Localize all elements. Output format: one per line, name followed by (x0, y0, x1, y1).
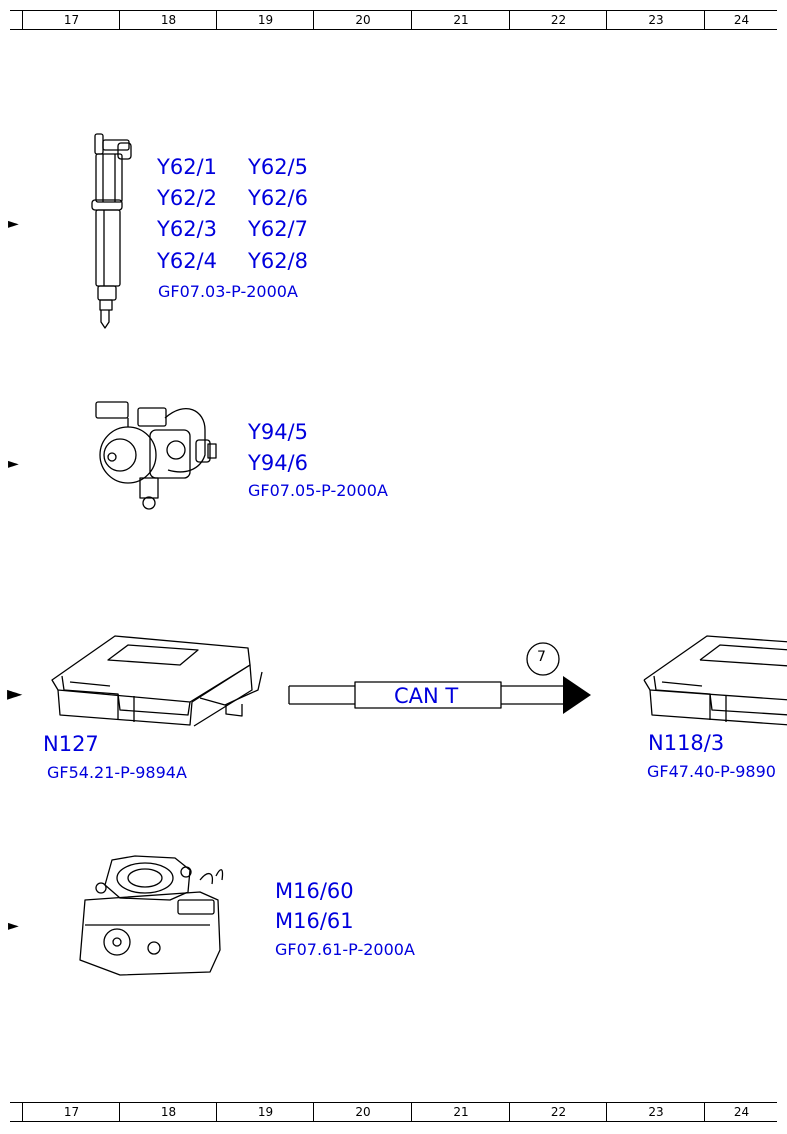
ruler-col: 21 (411, 1103, 510, 1121)
component-code[interactable]: M16/60 (275, 879, 354, 903)
section-marker-arrow: ► (7, 681, 23, 705)
component-code[interactable]: N118/3 (648, 731, 725, 755)
ruler-col: 18 (119, 1103, 217, 1121)
control-unit-right (643, 635, 787, 726)
ruler-col: 21 (411, 11, 510, 29)
component-code[interactable]: N127 (43, 732, 99, 756)
can-bus-line (288, 642, 563, 709)
document-reference-link[interactable]: GF47.40-P-9890 (647, 762, 776, 781)
document-reference-link[interactable]: GF07.03-P-2000A (158, 282, 298, 301)
bus-number-circle (526, 642, 560, 676)
component-code[interactable]: Y94/6 (248, 451, 308, 475)
bus-number: 7 (537, 649, 546, 665)
ruler-col: 19 (216, 11, 314, 29)
component-code[interactable]: Y94/5 (248, 420, 308, 444)
actuator-illustration (79, 855, 224, 976)
document-reference-link[interactable]: GF07.05-P-2000A (248, 481, 388, 500)
component-code[interactable]: Y62/2 (157, 186, 217, 210)
ruler-col: 24 (704, 11, 778, 29)
ruler-col: 22 (509, 1103, 607, 1121)
injector-illustration (91, 133, 132, 329)
can-bus-label: CAN T (394, 684, 459, 708)
component-code[interactable]: Y62/8 (248, 249, 308, 273)
ruler-col: 23 (606, 1103, 705, 1121)
ruler-col: 18 (119, 11, 217, 29)
component-code[interactable]: Y62/4 (157, 249, 217, 273)
ruler-col: 24 (704, 1103, 778, 1121)
component-code[interactable]: Y62/1 (157, 155, 217, 179)
ruler-col: 20 (313, 1103, 412, 1121)
top-column-ruler: 17 18 19 20 21 22 23 24 (10, 10, 777, 30)
component-code[interactable]: Y62/7 (248, 217, 308, 241)
ruler-col: 22 (509, 11, 607, 29)
bus-arrowhead (563, 676, 591, 714)
section-marker-arrow: ► (8, 456, 19, 472)
section-marker-arrow: ► (8, 216, 19, 232)
control-unit-left (51, 635, 263, 727)
ruler-col: 19 (216, 1103, 314, 1121)
ruler-col: 17 (22, 11, 120, 29)
component-code[interactable]: M16/61 (275, 909, 354, 933)
ruler-col: 17 (22, 1103, 120, 1121)
component-code[interactable]: Y62/3 (157, 217, 217, 241)
component-code[interactable]: Y62/5 (248, 155, 308, 179)
pump-illustration (95, 401, 217, 510)
ruler-col: 23 (606, 11, 705, 29)
document-reference-link[interactable]: GF07.61-P-2000A (275, 940, 415, 959)
section-marker-arrow: ► (8, 918, 19, 934)
component-code[interactable]: Y62/6 (248, 186, 308, 210)
bottom-column-ruler: 17 18 19 20 21 22 23 24 (10, 1102, 777, 1122)
ruler-col: 20 (313, 11, 412, 29)
document-reference-link[interactable]: GF54.21-P-9894A (47, 763, 187, 782)
